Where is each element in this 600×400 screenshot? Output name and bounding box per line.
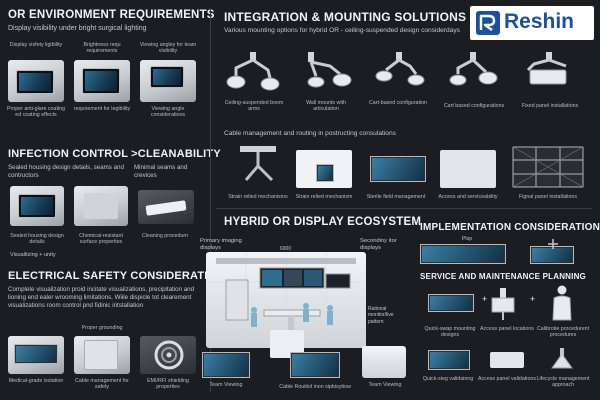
integration-subtitle: Various mounting options for hybrid OR -… <box>224 27 460 34</box>
cart-config-lamp-icon <box>446 52 500 98</box>
surface-panel-icon <box>84 193 118 219</box>
logo-text: Reshin <box>504 10 575 33</box>
cart-lamp-icon <box>372 52 426 98</box>
or-env-bottom-label-2: requirement for legibility <box>73 106 131 112</box>
brightness-monitor-icon <box>82 68 120 94</box>
cable-label-3: Sterile field management <box>366 194 426 200</box>
infection-footnote: Visualitzing + unity <box>10 252 56 258</box>
grounding-label: Proper grounding <box>81 325 123 331</box>
access-validation-panel-icon <box>490 352 524 368</box>
infection-label-1: Sealed housing design details <box>10 233 64 246</box>
service-label-3: Calibrotie procedurent procedures <box>536 326 590 339</box>
viewing-angle-monitor-icon <box>150 66 184 88</box>
infection-title: INFECTION CONTROL >CLEANABILITY <box>8 148 221 160</box>
hybrid-bottom-label-2: Cable Rouitiol inon sipbisytiow <box>279 384 351 390</box>
hybrid-bottom-label-1: Team Viewing <box>209 382 243 388</box>
hybrid-bottom-label-3: Team Viewing <box>368 382 402 388</box>
strain-housing-screen-icon <box>316 164 334 182</box>
plus-separator-2-icon: + <box>530 294 536 304</box>
sealed-housing-monitor-icon <box>18 194 56 218</box>
service-label-2: Access panel locations <box>480 326 534 332</box>
infection-desc-left: Sealed housing design details, seams and… <box>8 164 124 179</box>
mount-label-4: Cart based configurations <box>443 103 505 109</box>
cable-label-1: Strain relied mechanisms <box>228 194 288 200</box>
cable-label-5: Fignal panel installations <box>518 194 577 200</box>
plus-separator-1-icon: + <box>482 294 488 304</box>
logo-mark-icon <box>476 11 500 35</box>
infection-label-2: Chemical-resistant surface properties <box>79 233 123 246</box>
electrical-label-3: EMI/RFI shielding properties <box>147 378 189 391</box>
hybrid-callout-measure: 6900 <box>280 246 292 252</box>
or-env-bottom-label-3: Viewing angle considerations <box>150 106 186 119</box>
hybrid-callout-panel: Rational monitor/live pattern <box>368 306 394 325</box>
cable-routing-monitor-icon <box>290 352 340 378</box>
or-env-label-2: Brightness requ requirements <box>83 42 121 55</box>
mount-label-1: Ceiling-suspended boom arms <box>224 100 284 113</box>
cable-label-2: Strain relied mechanism <box>295 194 353 200</box>
access-service-photo <box>440 150 496 188</box>
reshin-logo: Reshin <box>470 6 594 40</box>
service-title: SERVICE AND MAINTENANCE PLANNING <box>420 272 586 281</box>
infection-label-3: Cleaning procedurn <box>141 233 189 239</box>
mount-bracket-icon <box>548 236 558 254</box>
fixed-panel-lamp-icon <box>522 52 576 98</box>
quick-sieg-display-icon <box>428 350 470 370</box>
sterile-field-monitor-icon <box>370 156 426 182</box>
electrical-title: ELECTRICAL SAFETY CONSIDERATIONS <box>8 270 232 282</box>
column-divider <box>210 8 211 392</box>
fignal-panel-grid-icon <box>512 146 584 193</box>
electrical-desc: Complete visualization proid incitate vi… <box>8 286 195 309</box>
service-label-4: Quick-sieg validainng <box>422 376 474 382</box>
service-label-1: Quick-swap mounting designs <box>424 326 476 339</box>
implementation-wide-display-icon <box>420 244 506 264</box>
or-env-bottom-label-1: Proper anti-glare coating ed coating eff… <box>6 106 65 119</box>
hybrid-callout-primary: Primary imaging displays <box>200 238 242 252</box>
ceiling-boom-lamp-icon <box>226 52 280 98</box>
service-label-5: Access panel validations <box>478 376 537 382</box>
or-env-label-3: Viewing angley for team visibility <box>139 42 197 55</box>
mount-label-5: Fixed panel installations <box>521 103 579 109</box>
integration-title: INTEGRATION & MOUNTING SOLUTIONS <box>224 10 467 24</box>
infection-desc-right: Minimal seams and crevices <box>134 164 188 179</box>
implementation-small-display-icon <box>530 246 574 264</box>
electrical-label-2: Cable management for safety <box>75 378 129 391</box>
service-label-6: Lifecycle management approach <box>536 376 590 389</box>
strain-relief-cable-icon <box>232 146 284 193</box>
or-env-title: OR ENVIRONMENT REQUIREMENTS <box>8 9 215 21</box>
hybrid-callout-secondary: Secondiny itor displays <box>360 238 397 252</box>
calibration-person-icon <box>550 284 574 329</box>
isolation-unit-icon <box>14 344 58 364</box>
electrical-label-1: Medical-grade isolation <box>8 378 64 384</box>
or-env-subtitle: Display visibility under bright surgical… <box>8 25 147 32</box>
implementation-title: IMPLEMENTATION CONSIDERATIONS <box>420 222 600 233</box>
row-divider <box>216 208 592 209</box>
cable-box-icon <box>84 340 118 370</box>
mount-label-2: Wall mounts with articulation <box>306 100 346 113</box>
antiglare-monitor-icon <box>16 70 54 94</box>
cable-title: Cable management and routing in postruct… <box>224 130 396 137</box>
or-env-label-1: Display visfety ligibility <box>9 42 63 48</box>
shielding-cable-icon <box>152 338 186 377</box>
wall-mount-lamp-icon <box>300 52 354 98</box>
cable-label-4: Access and serviceability <box>438 194 498 200</box>
quick-swap-display-icon <box>428 294 474 312</box>
implementation-dim-label: Plop <box>462 236 473 242</box>
team-viewing-room-photo <box>362 346 406 378</box>
team-viewing-monitor-icon <box>202 352 250 378</box>
lifecycle-tool-icon <box>548 346 576 377</box>
mount-label-3: Cart-based configuration <box>368 100 427 106</box>
access-panel-arm-icon <box>486 288 520 327</box>
hybrid-title: HYBRID OR DISPLAY ECOSYSTEM <box>224 216 422 228</box>
